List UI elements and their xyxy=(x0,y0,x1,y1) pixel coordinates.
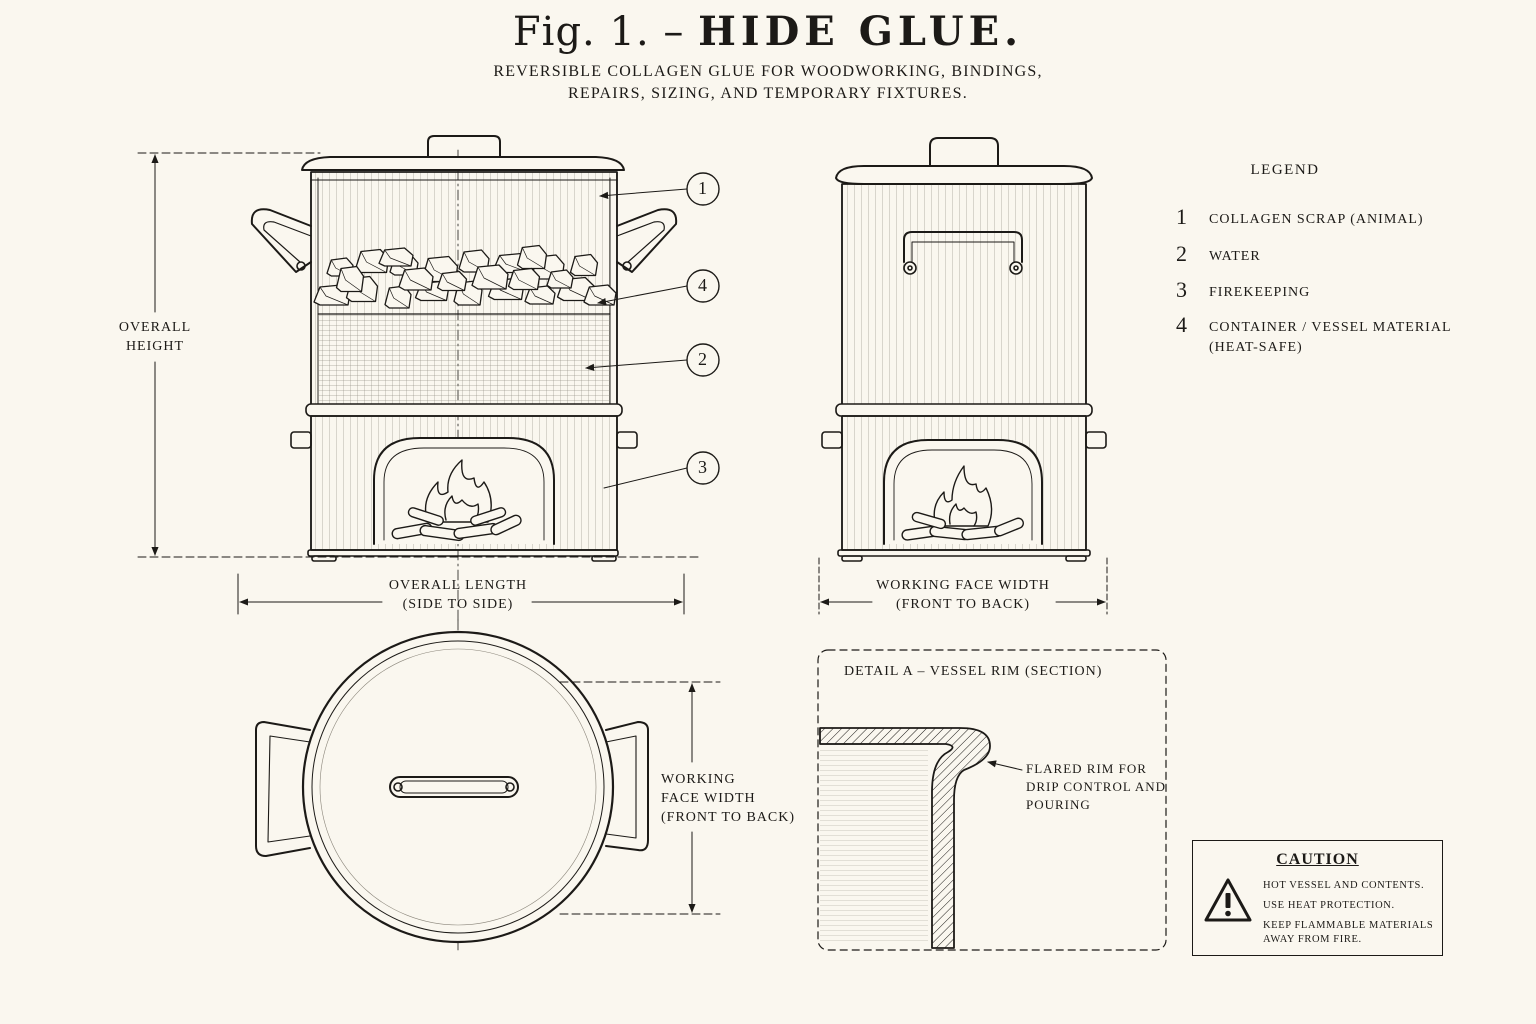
legend-item-number: 3 xyxy=(1176,277,1187,302)
figure-title: Fig. 1. – HIDE GLUE. xyxy=(0,8,1536,55)
callout-2: 2 xyxy=(698,349,708,369)
overall-length-label-line-2: (SIDE TO SIDE) xyxy=(402,597,514,612)
overall-height-label-line-2: HEIGHT xyxy=(125,339,185,354)
working-face-top-dimension xyxy=(559,681,721,915)
collagen-scrap-facet xyxy=(441,273,465,291)
overall-length-label: OVERALL LENGTH (SIDE TO SIDE) xyxy=(370,576,546,614)
detail-a-note-line-3: POURING xyxy=(1026,797,1091,812)
overall-length-label-line-1: OVERALL LENGTH xyxy=(388,578,528,593)
collagen-scrap-facet xyxy=(388,287,410,309)
legend-item-number: 4 xyxy=(1176,312,1187,337)
callout-leaders xyxy=(585,188,688,489)
detail-a-note: FLARED RIM FOR DRIP CONTROL AND POURING xyxy=(1026,760,1166,814)
figure-title-main: HIDE GLUE. xyxy=(698,8,1024,55)
working-face-top-label-line-1: WORKING xyxy=(661,772,736,787)
overall-length-dimension xyxy=(237,573,685,615)
front-elevation xyxy=(250,135,678,621)
collagen-scrap-facet xyxy=(529,287,554,305)
legend-item-text: WATER xyxy=(1209,249,1261,264)
collagen-scrap-facet xyxy=(477,266,507,290)
collagen-scrap-facet xyxy=(404,269,432,291)
caution-box: CAUTION HOT VESSEL AND CONTENTS. USE HEA… xyxy=(1192,840,1443,956)
collagen-scrap-facet xyxy=(360,251,387,273)
detail-a-note-line-1: FLARED RIM FOR xyxy=(1026,761,1147,776)
working-face-top-label-line-2: FACE WIDTH xyxy=(661,791,756,806)
legend-item-text: FIREKEEPING xyxy=(1209,285,1311,300)
callout-4: 4 xyxy=(698,275,708,295)
detail-a-title: DETAIL A – VESSEL RIM (SECTION) xyxy=(844,664,1103,679)
collagen-scrap-facet xyxy=(588,286,615,306)
overall-height-label: OVERALL HEIGHT xyxy=(105,318,205,356)
collagen-scrap-facet xyxy=(550,271,572,289)
legend-item-text: COLLAGEN SCRAP (ANIMAL) xyxy=(1209,212,1424,227)
working-face-side-dimension xyxy=(818,557,1108,615)
working-face-top-label-line-3: (FRONT TO BACK) xyxy=(661,810,796,825)
legend-item-text: CONTAINER / VESSEL MATERIAL xyxy=(1209,320,1452,335)
working-face-side-label-line-2: (FRONT TO BACK) xyxy=(895,597,1031,612)
collagen-scrap-facet xyxy=(513,270,538,290)
callout-1: 1 xyxy=(698,178,708,198)
working-face-side-label: WORKING FACE WIDTH (FRONT TO BACK) xyxy=(866,576,1060,614)
collagen-scrap-facet xyxy=(319,286,349,306)
side-elevation xyxy=(821,137,1107,562)
working-face-top-label: WORKING FACE WIDTH (FRONT TO BACK) xyxy=(661,770,801,827)
caution-line-2: USE HEAT PROTECTION. xyxy=(1263,900,1395,911)
caution-line-3: KEEP FLAMMABLE MATERIALS xyxy=(1263,920,1434,931)
caution-title: CAUTION xyxy=(1276,851,1359,868)
overall-height-dimension xyxy=(137,152,701,558)
legend-item-text-continued: (HEAT-SAFE) xyxy=(1209,340,1303,355)
detail-a-note-line-2: DRIP CONTROL AND xyxy=(1026,779,1166,794)
collagen-scrap-facet xyxy=(340,268,362,292)
warning-triangle-icon xyxy=(1204,878,1252,922)
collagen-scraps xyxy=(313,244,617,309)
legend-item-number: 1 xyxy=(1176,204,1187,229)
callout-3: 3 xyxy=(698,457,708,477)
top-view xyxy=(255,619,649,951)
caution-line-1: HOT VESSEL AND CONTENTS. xyxy=(1263,880,1425,891)
detail-a xyxy=(817,649,1167,951)
collagen-scrap-facet xyxy=(384,249,412,267)
collagen-scrap-facet xyxy=(521,247,545,269)
figure-title-prefix: Fig. 1. – xyxy=(512,9,685,55)
collagen-scrap-facet xyxy=(574,256,596,276)
fire-front xyxy=(391,459,522,542)
legend-title: LEGEND xyxy=(1250,162,1320,178)
subtitle-line-1: REVERSIBLE COLLAGEN GLUE FOR WOODWORKING… xyxy=(493,63,1043,80)
overall-height-label-line-1: OVERALL xyxy=(118,320,192,335)
collagen-scrap-chunk xyxy=(546,269,574,289)
legend-item-number: 2 xyxy=(1176,241,1187,266)
caution-line-4: AWAY FROM FIRE. xyxy=(1263,934,1362,945)
working-face-side-label-line-1: WORKING FACE WIDTH xyxy=(876,578,1050,593)
callout-circles xyxy=(686,172,720,485)
subtitle-line-2: REPAIRS, SIZING, AND TEMPORARY FIXTURES. xyxy=(568,85,968,102)
fire-side xyxy=(901,465,1024,541)
